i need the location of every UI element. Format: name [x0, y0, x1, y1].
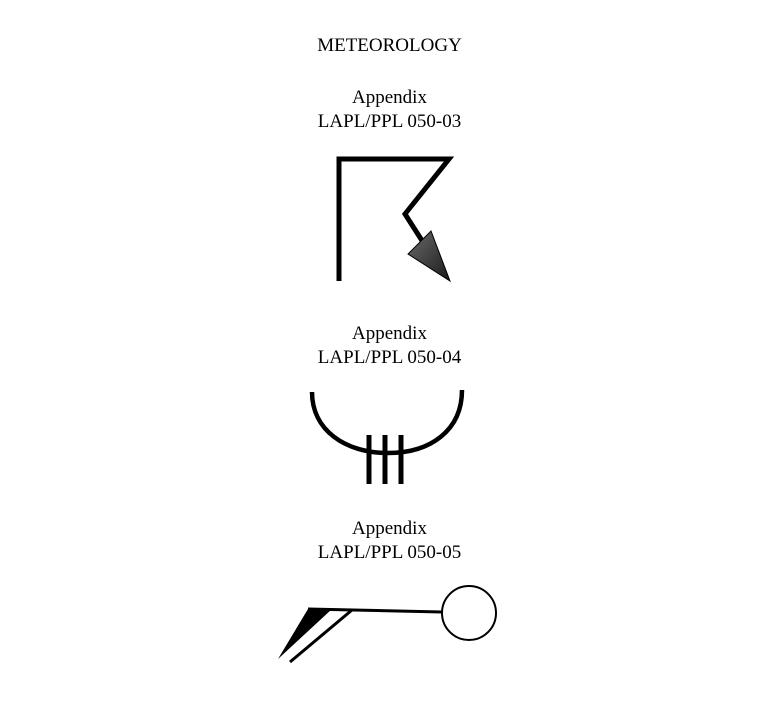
page-title: METEOROLOGY	[317, 35, 462, 56]
appendix-code: LAPL/PPL 050-05	[317, 542, 462, 563]
wind-barb-station-symbol-icon	[278, 585, 497, 664]
appendix-code: LAPL/PPL 050-03	[317, 111, 462, 132]
appendix-label: Appendix	[352, 87, 427, 108]
thunderstorm-lightning-symbol-icon	[336, 156, 455, 283]
appendix-label: Appendix	[352, 323, 427, 344]
appendix-code: LAPL/PPL 050-04	[317, 347, 462, 368]
freezing-fog-symbol-icon	[309, 389, 465, 484]
appendix-label: Appendix	[352, 518, 427, 539]
